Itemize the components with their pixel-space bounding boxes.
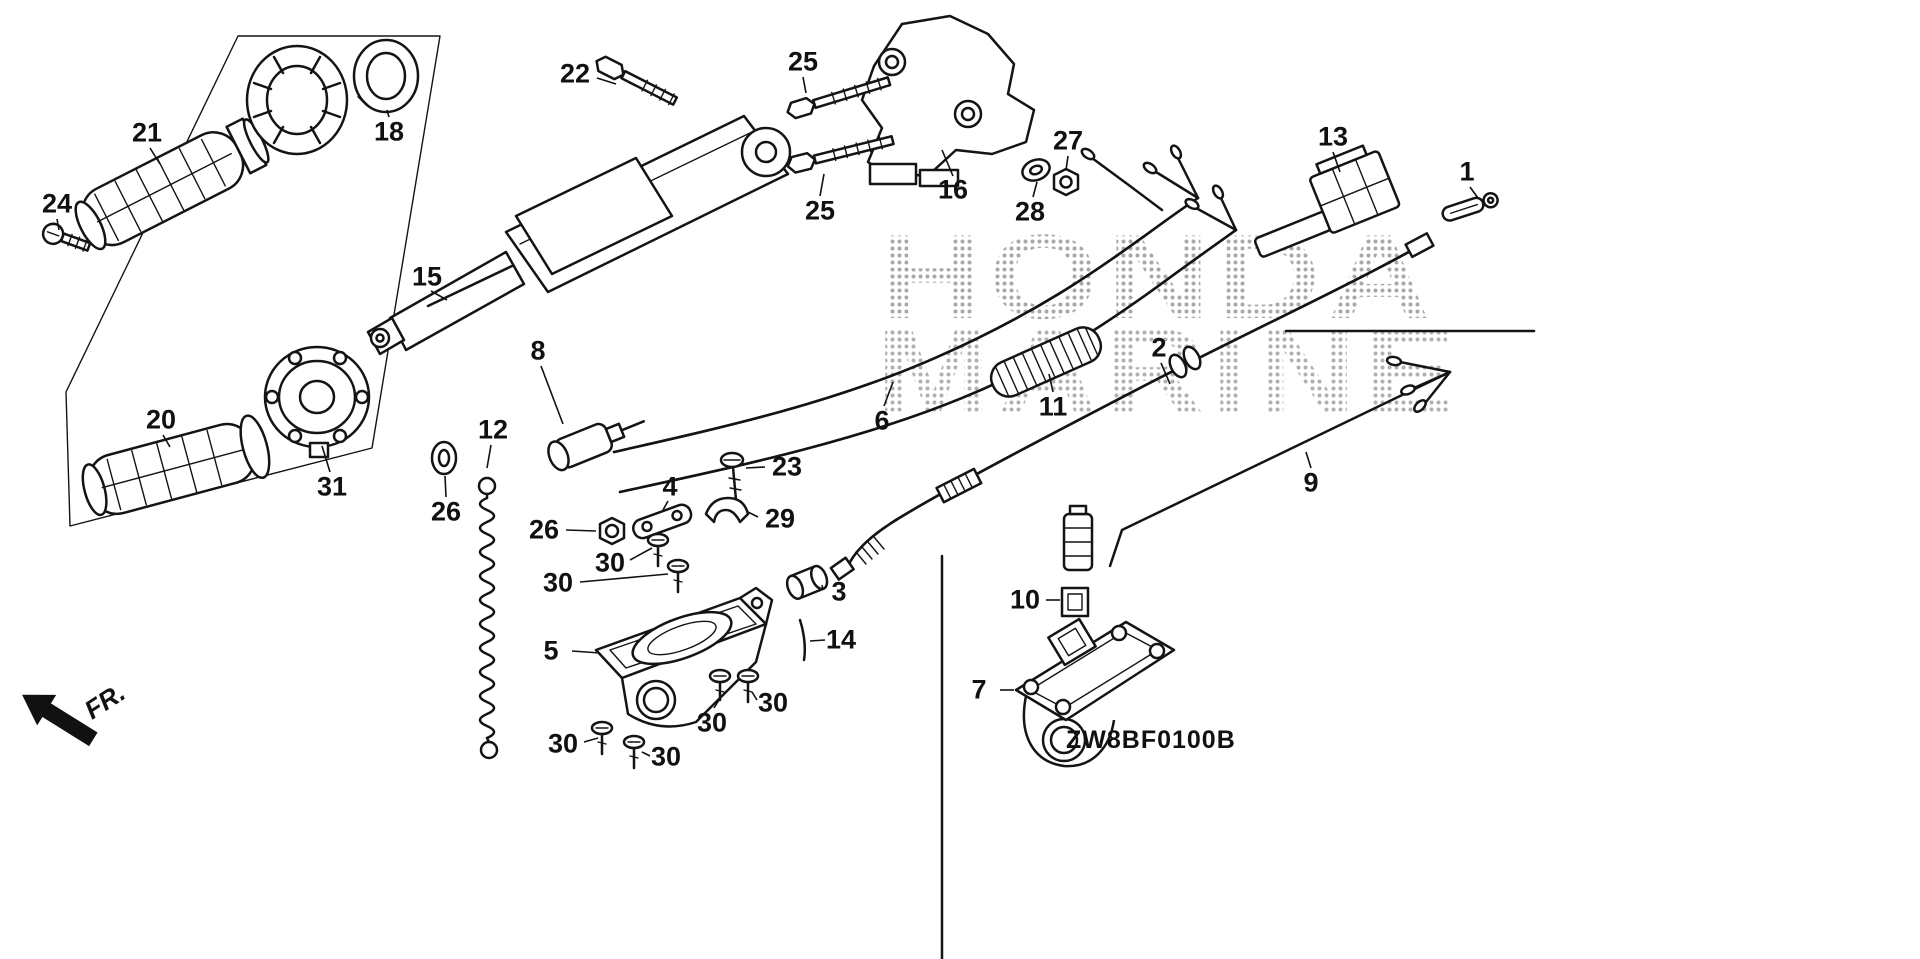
cable-boot-11 [989,326,1103,398]
bracket-7 [1014,617,1176,768]
part-number-label: 29 [764,503,796,534]
housing-5 [594,586,774,728]
part-number-label: 11 [1038,391,1068,422]
wire-terminal [1142,161,1158,175]
part-number-label: 28 [1014,196,1046,227]
part-number-label: 4 [662,471,678,502]
wire-terminal [1080,147,1096,161]
mount-bracket-16 [860,14,1036,188]
screw-30 [666,558,690,594]
grommet-3 [785,564,829,600]
wire-terminal [1184,197,1200,211]
control-cable-2 [829,232,1435,581]
part-number-label: 2 [1151,332,1167,363]
part-number-label: 30 [696,707,728,738]
part-number-label: 30 [757,687,789,718]
part-number-label: 8 [530,335,546,366]
screw-30 [736,668,760,704]
screw-30 [590,720,614,756]
bolt-25-upper [786,76,892,120]
bolt-25-lower [786,135,895,174]
leader-lines [56,76,1479,757]
part-number-label: 10 [1009,584,1041,615]
spring-12 [477,476,499,760]
wire-terminal [1211,184,1225,200]
switch-8 [547,420,646,472]
part-number-label: 25 [804,195,836,226]
part-number-label: 24 [41,188,73,219]
screws-30 [590,532,760,770]
throttle-grip-lower [81,414,271,517]
watermark-line2: MARINE [876,304,1462,438]
wire-terminal [1413,399,1427,413]
tiller-handle-tube [366,114,792,356]
screw-23 [719,451,745,502]
screw-30 [622,734,646,770]
part-number-label: 21 [131,117,163,148]
pin-14 [798,618,807,662]
subassembly-boundary [65,35,441,527]
rod-9 [1108,355,1452,568]
washer-28 [1021,158,1051,182]
diagram-code: ZW8BF0100B [1066,726,1236,754]
part-number-label: 18 [373,116,405,147]
part-number-label: 3 [831,576,847,607]
throttle-cables [612,144,1238,494]
part-number-label: 30 [542,567,574,598]
part-number-label: 14 [825,624,857,655]
part-number-label: 16 [937,174,969,205]
part-number-label: 30 [650,741,682,772]
part-number-label: 7 [971,674,987,705]
part-number-label: 23 [771,451,803,482]
watermark-line1: HONDA [878,210,1438,344]
part-number-label: 13 [1317,121,1349,152]
honda-marine-watermark: HONDA MARINE [876,210,1462,438]
part-number-label: 22 [559,58,591,89]
part-number-label: 30 [594,547,626,578]
clip-1 [1441,192,1499,222]
part-number-label: 6 [874,405,890,436]
snap-ring [352,38,420,114]
fr-arrow [22,694,98,747]
part-number-label: 30 [547,728,579,759]
part-number-label: 25 [787,46,819,77]
wire-terminal [1400,384,1416,396]
throttle-grip-upper [74,117,270,251]
inset-border [940,329,1536,959]
grip-hub [263,345,371,459]
screw-30 [708,668,732,702]
part-number-label: 27 [1052,125,1084,156]
part-number-label: 31 [316,471,348,502]
part-number-label: 20 [145,404,177,435]
part-number-label: 12 [477,414,509,445]
part-number-label: 9 [1303,467,1319,498]
wire-terminal [1385,355,1403,367]
connector-13 [1253,144,1401,258]
wire-terminal [1169,144,1183,160]
part-number-label: 26 [528,514,560,545]
screw-30 [646,532,670,568]
part-number-label: 26 [430,496,462,527]
nut-27 [1052,167,1080,197]
bolt-22 [595,55,679,106]
part-number-label: 1 [1459,156,1475,187]
pin-10 [1060,504,1094,618]
part-number-label: 5 [543,635,559,666]
clamp-29 [704,496,750,524]
washer-26 [430,440,458,476]
nut-26 [598,516,626,546]
shaft-slot-15 [426,264,514,308]
bearing-cage [245,44,349,156]
plate-4 [632,503,693,540]
part-number-label: 15 [411,261,443,292]
